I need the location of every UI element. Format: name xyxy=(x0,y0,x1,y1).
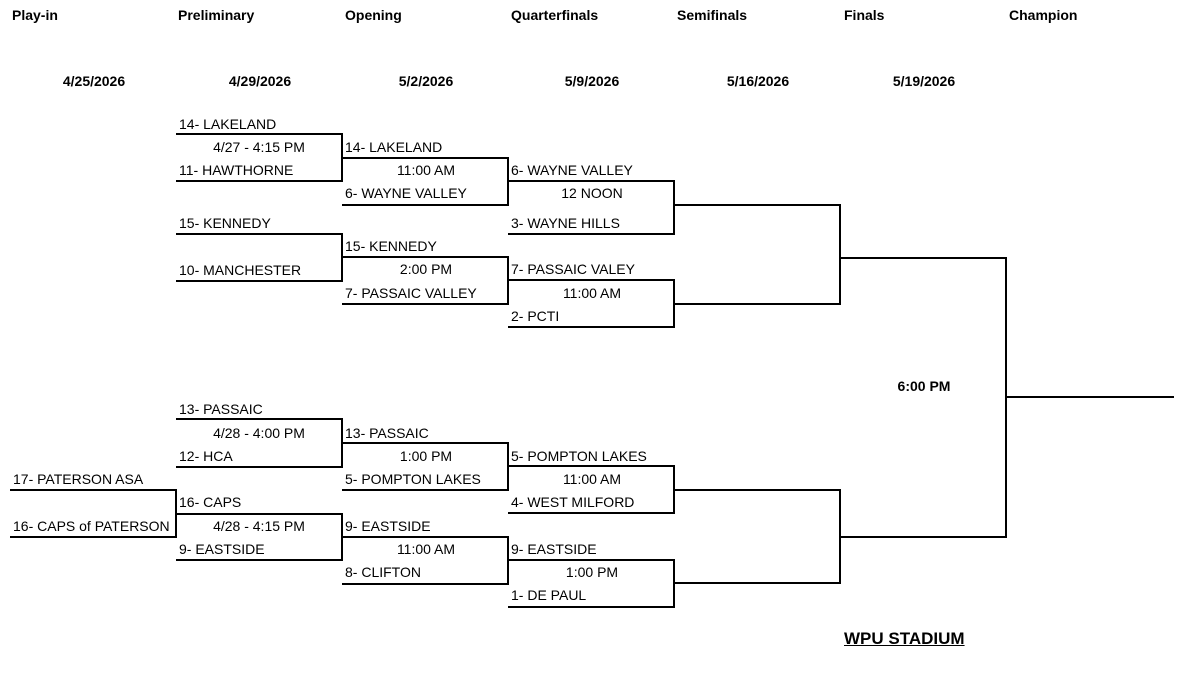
team-slot: 16- CAPS of PATERSON xyxy=(13,518,170,534)
team-slot: 1- DE PAUL xyxy=(511,587,587,603)
round-header-play-in: Play-in xyxy=(12,7,58,23)
game-time: 11:00 AM xyxy=(562,471,622,487)
team-slot: 3- WAYNE HILLS xyxy=(511,215,620,231)
bracket-line-qf-1 xyxy=(508,180,675,235)
team-slot: 15- KENNEDY xyxy=(179,215,271,231)
team-slot: 9- EASTSIDE xyxy=(511,541,597,557)
round-header-quarterfinals: Quarterfinals xyxy=(511,7,599,23)
team-slot: 7- PASSAIC VALEY xyxy=(511,261,635,277)
round-header-preliminary: Preliminary xyxy=(178,7,255,23)
team-slot: 6- WAYNE VALLEY xyxy=(345,185,467,201)
game-time: 11:00 AM xyxy=(396,541,456,557)
team-slot: 14- LAKELAND xyxy=(179,116,277,132)
team-slot: 6- WAYNE VALLEY xyxy=(511,162,633,178)
round-header-opening: Opening xyxy=(345,7,402,23)
round-header-champion: Champion xyxy=(1009,7,1078,23)
bracket-line-sf-1 xyxy=(674,204,841,305)
bracket-line-final xyxy=(840,257,1007,538)
game-time: 11:00 AM xyxy=(396,162,456,178)
bracket-line-sf-2 xyxy=(674,489,841,584)
team-slot: 2- PCTI xyxy=(511,308,560,324)
team-slot: 13- PASSAIC xyxy=(179,401,263,417)
game-time: 1:00 PM xyxy=(565,564,619,580)
team-slot: 10- MANCHESTER xyxy=(179,262,302,278)
game-time: 11:00 AM xyxy=(562,285,622,301)
team-slot: 15- KENNEDY xyxy=(345,238,437,254)
team-slot: 11- HAWTHORNE xyxy=(179,162,294,178)
round-date-play-in: 4/25/2026 xyxy=(62,73,126,89)
team-slot: 8- CLIFTON xyxy=(345,564,421,580)
round-date-quarterfinals: 5/9/2026 xyxy=(564,73,620,89)
team-slot: 17- PATERSON ASA xyxy=(13,471,144,487)
team-slot: 9- EASTSIDE xyxy=(345,518,431,534)
round-date-semifinals: 5/16/2026 xyxy=(726,73,790,89)
round-date-opening: 5/2/2026 xyxy=(398,73,454,89)
team-slot: 7- PASSAIC VALLEY xyxy=(345,285,477,301)
team-slot: 9- EASTSIDE xyxy=(179,541,265,557)
team-slot: 4- WEST MILFORD xyxy=(511,494,635,510)
round-date-preliminary: 4/29/2026 xyxy=(228,73,292,89)
game-time: 4/27 - 4:15 PM xyxy=(213,139,305,155)
game-time: 4/28 - 4:15 PM xyxy=(213,518,305,534)
venue-label: WPU STADIUM xyxy=(844,629,965,648)
team-slot: 16- CAPS xyxy=(179,494,242,510)
team-slot: 12- HCA xyxy=(179,448,233,464)
team-slot: 14- LAKELAND xyxy=(345,139,443,155)
team-slot: 13- PASSAIC xyxy=(345,425,429,441)
round-header-finals: Finals xyxy=(844,7,885,23)
finals-game-time: 6:00 PM xyxy=(897,378,951,394)
game-time: 2:00 PM xyxy=(399,261,453,277)
game-time: 12 NOON xyxy=(561,185,623,201)
round-header-semifinals: Semifinals xyxy=(677,7,748,23)
team-slot: 5- POMPTON LAKES xyxy=(345,471,481,487)
game-time: 1:00 PM xyxy=(399,448,453,464)
team-slot: 5- POMPTON LAKES xyxy=(511,448,647,464)
round-date-finals: 5/19/2026 xyxy=(892,73,956,89)
game-time: 4/28 - 4:00 PM xyxy=(213,425,305,441)
